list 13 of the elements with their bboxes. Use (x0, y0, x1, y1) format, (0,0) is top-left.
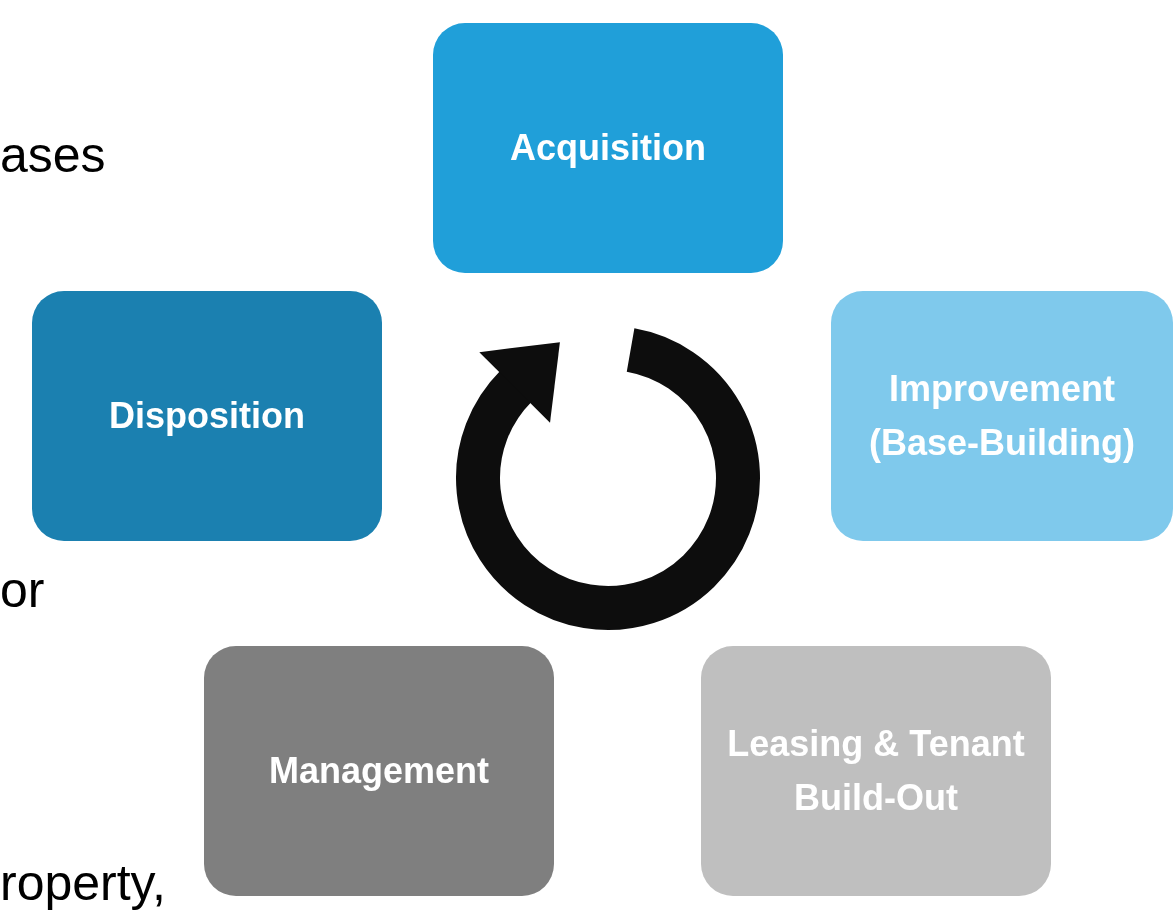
text-fragment: ases (0, 130, 106, 180)
text-fragment: or (0, 565, 45, 615)
stage-label: Management (268, 749, 489, 793)
stage-box (831, 291, 1173, 541)
stage-label: Leasing & Tenant Build-Out (726, 722, 1026, 820)
stage-box (701, 646, 1051, 896)
stage-box (204, 646, 554, 896)
stage-label: Acquisition (510, 126, 706, 170)
stage-label: Disposition (109, 394, 305, 438)
stage-box (32, 291, 382, 541)
stage-label: Improvement (Base-Building) (868, 367, 1136, 465)
stage-box (433, 23, 783, 273)
text-fragment: roperty, (0, 858, 166, 908)
